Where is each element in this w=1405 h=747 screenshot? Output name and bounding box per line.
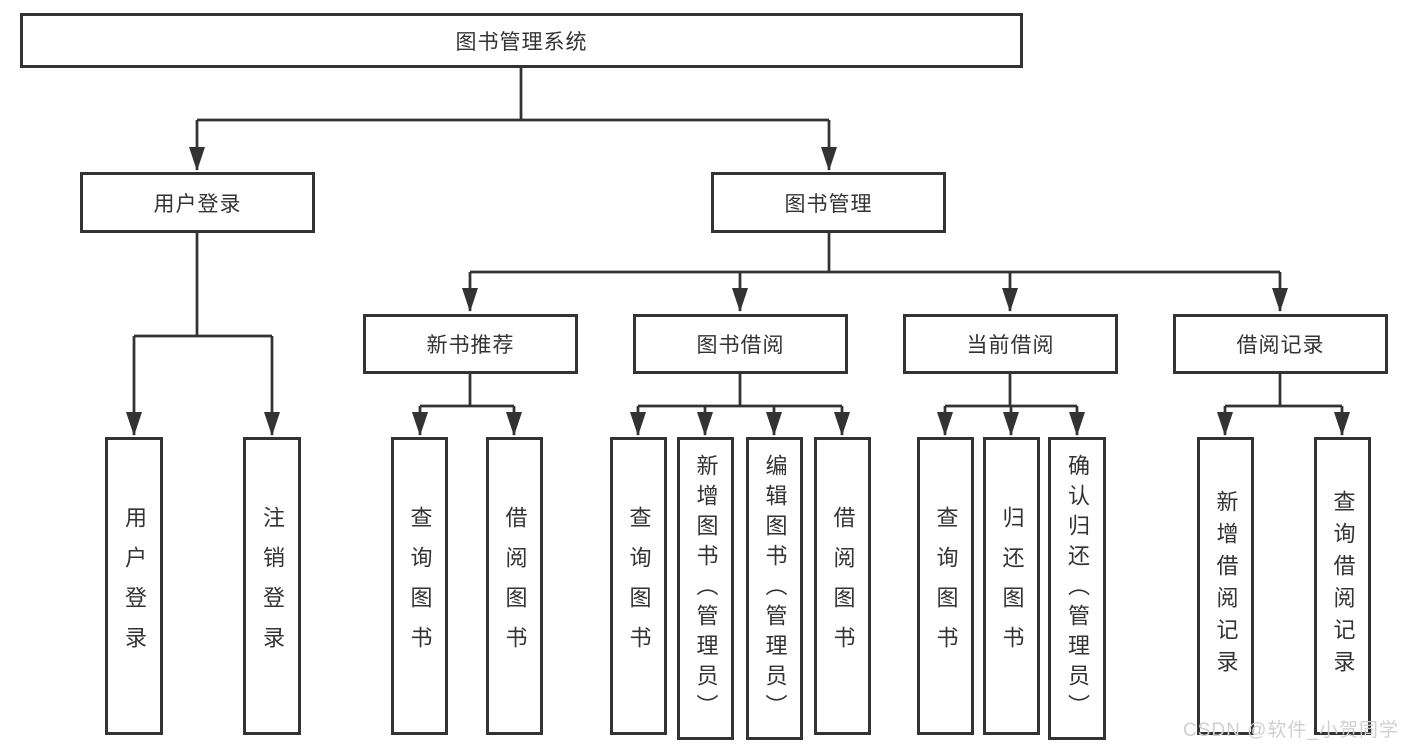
- csdn-watermark: CSDN @软件_小贺同学: [1183, 720, 1399, 741]
- node-book-borrow-label: 图书借阅: [696, 334, 785, 357]
- node-new-book-recommend: 新书推荐: [363, 314, 578, 374]
- node-user-login-label: 用户登录: [153, 192, 242, 216]
- node-current-borrow-label: 当前借阅: [966, 334, 1055, 357]
- leaf-return-books: 归还图书: [983, 437, 1040, 735]
- leaf-confirm-return-admin-label: 确认归还（管理员）: [1065, 453, 1090, 724]
- node-borrow-records: 借阅记录: [1173, 314, 1388, 374]
- node-root: 图书管理系统: [20, 13, 1023, 68]
- node-book-management-label: 图书管理: [784, 192, 873, 216]
- leaf-query-books-2: 查询图书: [610, 437, 667, 735]
- node-user-login: 用户登录: [80, 172, 315, 233]
- leaf-query-books-3-label: 查询图书: [933, 506, 959, 666]
- leaf-query-books-2-label: 查询图书: [626, 506, 652, 666]
- leaf-return-books-label: 归还图书: [999, 506, 1025, 666]
- node-book-borrow: 图书借阅: [633, 314, 848, 374]
- leaf-borrow-books-2: 借阅图书: [814, 437, 871, 735]
- leaf-query-books-1-label: 查询图书: [407, 506, 433, 666]
- node-root-label: 图书管理系统: [455, 30, 588, 54]
- leaf-query-books-1: 查询图书: [391, 437, 448, 735]
- node-book-management: 图书管理: [711, 172, 946, 233]
- leaf-logout-label: 注销登录: [260, 506, 285, 666]
- leaf-add-borrow-record: 新增借阅记录: [1197, 437, 1254, 735]
- leaf-query-borrow-record-label: 查询借阅记录: [1330, 490, 1356, 682]
- leaf-borrow-books-1-label: 借阅图书: [502, 506, 528, 666]
- node-new-book-recommend-label: 新书推荐: [426, 334, 515, 357]
- node-borrow-records-label: 借阅记录: [1236, 334, 1325, 357]
- node-current-borrow: 当前借阅: [903, 314, 1118, 374]
- leaf-edit-books-admin-label: 编辑图书（管理员）: [762, 453, 788, 724]
- leaf-add-books-admin-label: 新增图书（管理员）: [693, 453, 719, 724]
- leaf-edit-books-admin: 编辑图书（管理员）: [746, 437, 803, 740]
- leaf-user-login-label: 用户登录: [122, 506, 147, 666]
- leaf-user-login: 用户登录: [105, 437, 163, 735]
- leaf-confirm-return-admin: 确认归还（管理员）: [1048, 437, 1106, 740]
- leaf-borrow-books-2-label: 借阅图书: [830, 506, 856, 666]
- leaf-add-books-admin: 新增图书（管理员）: [677, 437, 734, 740]
- leaf-borrow-books-1: 借阅图书: [486, 437, 543, 735]
- leaf-query-books-3: 查询图书: [917, 437, 974, 735]
- leaf-query-borrow-record: 查询借阅记录: [1314, 437, 1371, 735]
- leaf-add-borrow-record-label: 新增借阅记录: [1213, 490, 1239, 682]
- leaf-logout: 注销登录: [243, 437, 301, 735]
